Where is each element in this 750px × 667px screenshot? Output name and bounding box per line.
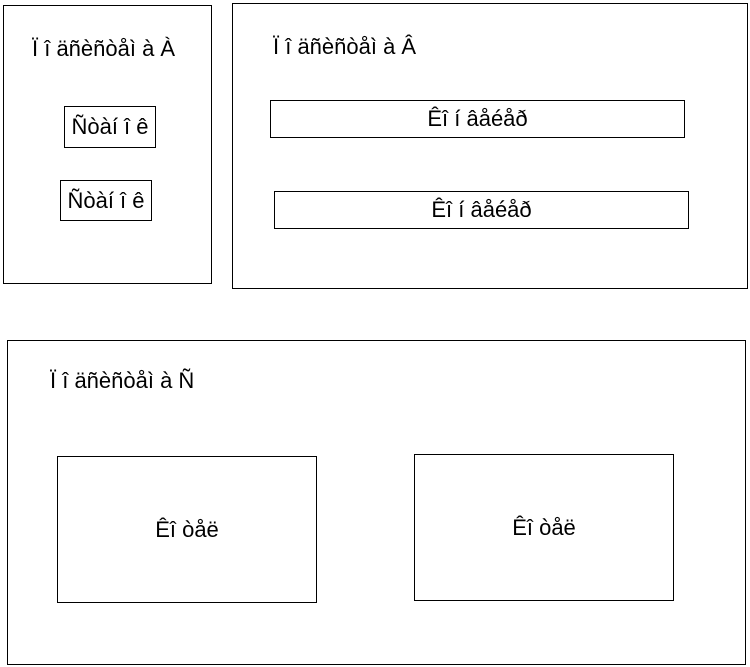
subsystem-c-title: Ï î äñèñòåì à Ñ bbox=[50, 368, 195, 393]
subsystem-b-title: Ï î äñèñòåì à Â bbox=[273, 34, 417, 59]
subsystem-c-box: Ï î äñèñòåì à Ñ Êî òåë Êî òåë bbox=[7, 340, 746, 665]
subsystem-c-element-1: Êî òåë bbox=[57, 456, 317, 603]
subsystem-a-title: Ï î äñèñòåì à À bbox=[32, 36, 176, 61]
subsystem-c-element-2: Êî òåë bbox=[414, 454, 674, 601]
subsystem-b-box: Ï î äñèñòåì à Â Êî í âåéåð Êî í âåéåð bbox=[232, 3, 748, 289]
subsystem-a-element-1: Ñòàí î ê bbox=[64, 106, 156, 148]
subsystem-a-element-2: Ñòàí î ê bbox=[60, 180, 152, 221]
subsystem-b-element-2: Êî í âåéåð bbox=[274, 191, 689, 229]
subsystem-b-element-1: Êî í âåéåð bbox=[270, 100, 685, 138]
subsystem-a-box: Ï î äñèñòåì à À Ñòàí î ê Ñòàí î ê bbox=[3, 5, 212, 284]
